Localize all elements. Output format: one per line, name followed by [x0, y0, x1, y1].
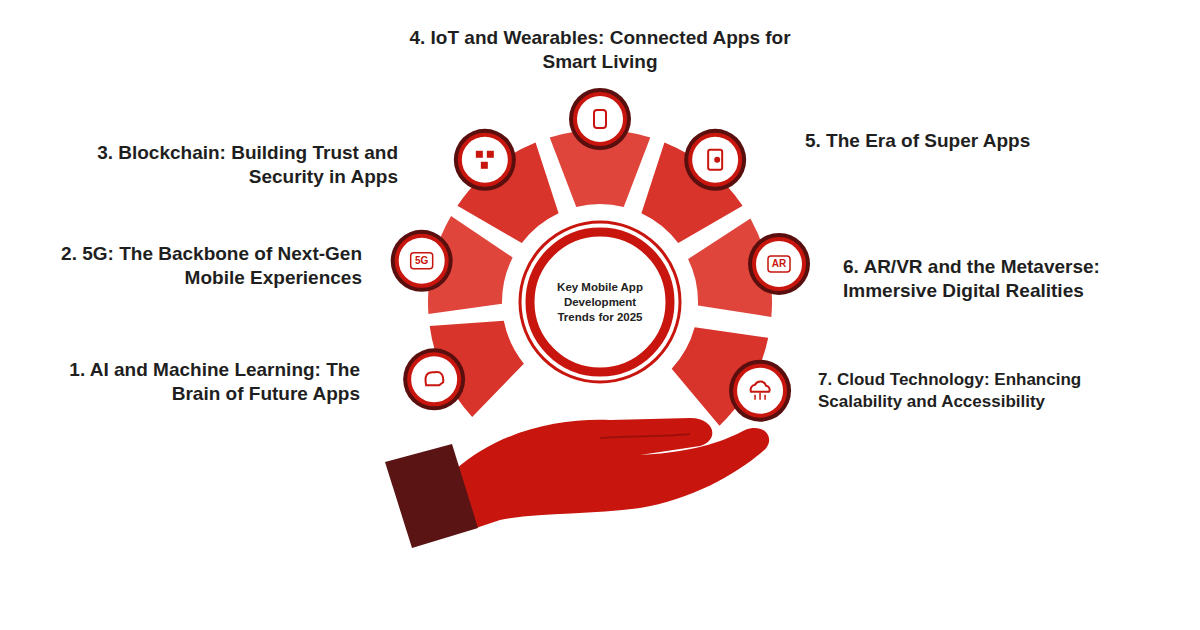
trend-text: 4. IoT and Wearables: Connected Apps for… — [405, 26, 795, 74]
icon-ring — [575, 94, 625, 144]
trend-text: 5. The Era of Super Apps — [805, 129, 1165, 153]
cloud-icon — [751, 382, 770, 392]
icon-ring — [690, 135, 740, 185]
block-icon — [487, 151, 494, 158]
trend-text: 3. Blockchain: Building Trust and Securi… — [90, 141, 398, 189]
trend-text: 7. Cloud Technology: Enhancing Scalabili… — [818, 369, 1118, 413]
trend-text: 6. AR/VR and the Metaverse: Immersive Di… — [843, 255, 1183, 303]
icon-outer — [729, 360, 791, 422]
icon-outer — [454, 129, 516, 191]
trend-text: 1. AI and Machine Learning: The Brain of… — [60, 358, 360, 406]
hand-crease — [600, 434, 690, 438]
icon-ring — [735, 366, 785, 416]
icon-outer — [403, 348, 465, 410]
icon-ring — [397, 236, 447, 286]
block-icon — [476, 151, 483, 158]
brain-icon — [426, 372, 444, 385]
icon-outer — [684, 129, 746, 191]
center-circle: Key Mobile App Development Trends for 20… — [535, 237, 665, 367]
icon-text: AR — [767, 259, 791, 269]
watch-icon — [594, 110, 606, 128]
icon-outer — [391, 230, 453, 292]
trend-label: 7. Cloud Technology: Enhancing Scalabili… — [818, 369, 1118, 413]
phone-icon-dot — [714, 157, 720, 163]
ring-segments — [428, 130, 772, 426]
trend-label: 4. IoT and Wearables: Connected Apps for… — [405, 26, 795, 74]
center-ring — [530, 232, 670, 372]
trend-label: 5. The Era of Super Apps — [805, 129, 1165, 153]
icon-circles — [391, 88, 810, 422]
phone-icon — [708, 150, 722, 170]
icon-ring — [460, 135, 510, 185]
trend-label: 1. AI and Machine Learning: The Brain of… — [60, 358, 360, 406]
hand — [455, 418, 769, 530]
trend-text: 2. 5G: The Backbone of Next-Gen Mobile E… — [48, 242, 362, 290]
center-outer-ring — [520, 222, 680, 382]
icon-ring — [754, 239, 804, 289]
icon-outer — [748, 233, 810, 295]
icon-outer — [569, 88, 631, 150]
icon-text: 5G — [410, 256, 434, 266]
sleeve — [385, 444, 478, 548]
trend-label: 2. 5G: The Backbone of Next-Gen Mobile E… — [48, 242, 362, 290]
cloud-icon-lines — [755, 393, 765, 400]
block-icon — [481, 162, 488, 169]
trend-label: 3. Blockchain: Building Trust and Securi… — [90, 141, 398, 189]
trend-label: 6. AR/VR and the Metaverse: Immersive Di… — [843, 255, 1183, 303]
icon-ring — [409, 354, 459, 404]
diagram-title: Key Mobile App Development Trends for 20… — [552, 280, 648, 325]
